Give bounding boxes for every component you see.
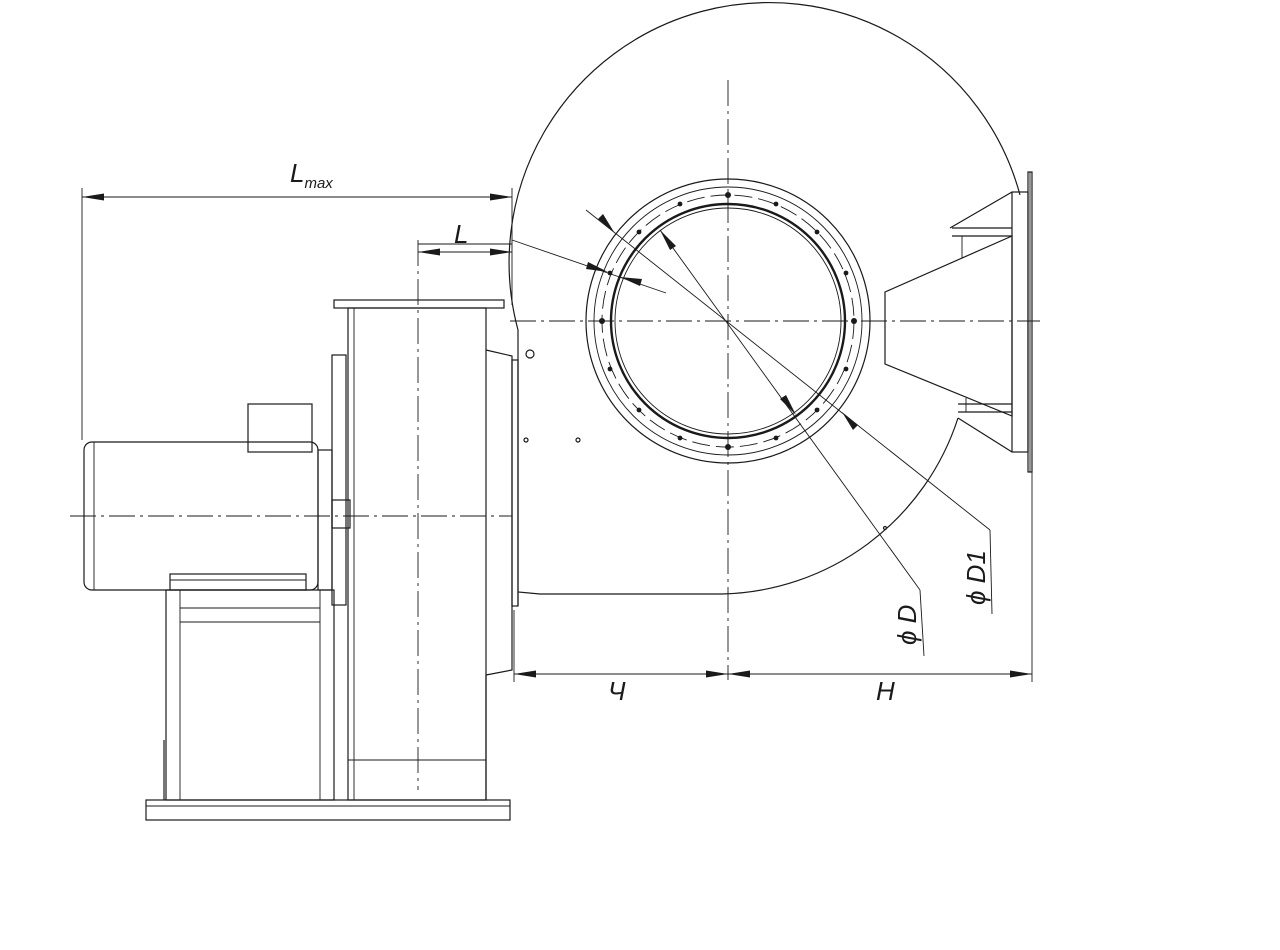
fan-housing-side (333, 299, 519, 801)
label-l: L (454, 219, 468, 249)
label-h: H (876, 676, 895, 706)
center-lines (70, 80, 1040, 790)
side-view (83, 299, 519, 821)
dimension-lines (81, 188, 1033, 682)
label-l-max: Lmax (290, 158, 333, 192)
dimension-labels: Lmax L Ч H ϕ D ϕ D1 (290, 158, 991, 706)
bolt-holes (599, 192, 857, 450)
casing-holes (523, 349, 888, 531)
front-view (508, 2, 1033, 606)
electric-motor (83, 354, 351, 606)
outlet-diffuser (884, 171, 1033, 473)
base-plate (145, 799, 511, 821)
label-phi-d: ϕ D (892, 605, 922, 645)
motor-support-frame (163, 589, 335, 801)
label-ch: Ч (608, 676, 626, 706)
label-phi-d1: ϕ D1 (961, 550, 991, 605)
volute-casing (508, 2, 1021, 595)
